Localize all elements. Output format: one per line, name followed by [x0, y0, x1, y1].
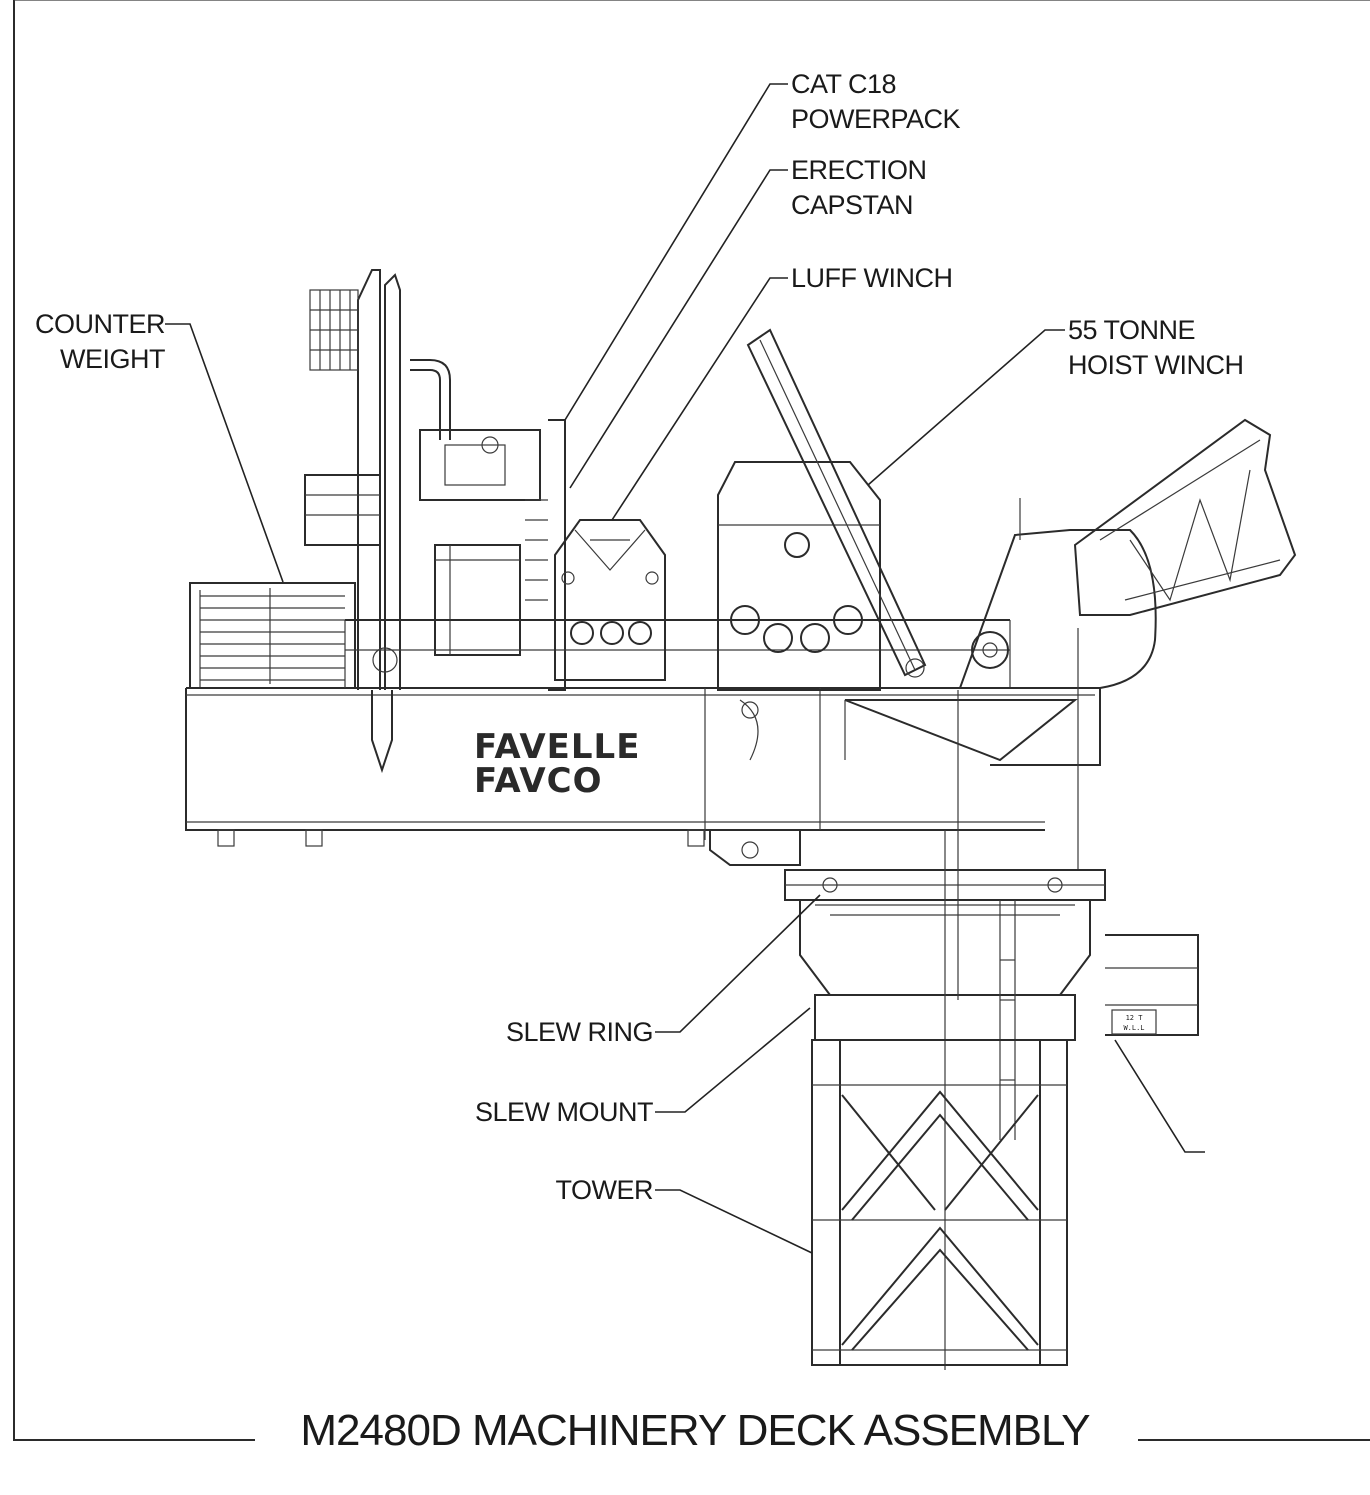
callout-capstan-line2: CAPSTAN: [791, 190, 914, 220]
callout-luff-winch: LUFF WINCH: [791, 261, 953, 296]
manufacturer-logo: FAVELLE FAVCO: [474, 730, 640, 798]
powerpack-drawing: [419, 419, 566, 691]
callout-tower-line1: TOWER: [555, 1175, 654, 1205]
callout-counterweight-line2: WEIGHT: [60, 344, 166, 374]
a-frame-strut: [746, 328, 927, 678]
logo-line1: FAVELLE: [474, 727, 641, 767]
deck-handrail: [344, 619, 1011, 688]
mast-assembly: [304, 269, 451, 774]
sheet-border-left: [13, 0, 255, 1441]
logo-line2: FAVCO: [474, 761, 603, 801]
boom-jib: [958, 418, 1297, 870]
counterweight-drawing: [189, 582, 356, 689]
drawing-title: M2480D MACHINERY DECK ASSEMBLY: [300, 1406, 1090, 1455]
callout-powerpack-line1: CAT C18: [791, 69, 897, 99]
callout-hoist-winch-line2: HOIST WINCH: [1068, 350, 1244, 380]
callout-hoist-winch: 55 TONNE HOIST WINCH: [1068, 313, 1244, 383]
callout-counterweight-line1: COUNTER: [35, 309, 166, 339]
callout-slew-ring: SLEW RING: [440, 1015, 654, 1050]
callout-slew-ring-line1: SLEW RING: [505, 1017, 654, 1047]
callout-tower: TOWER: [440, 1173, 654, 1208]
callout-hoist-winch-line1: 55 TONNE: [1068, 315, 1196, 345]
deck-beam: [185, 687, 1101, 866]
callout-slew-mount: SLEW MOUNT: [440, 1095, 654, 1130]
callout-luff-winch-line1: LUFF WINCH: [791, 263, 953, 293]
callout-slew-mount-line1: SLEW MOUNT: [474, 1097, 654, 1127]
callout-capstan-line1: ERECTION: [791, 155, 927, 185]
callout-counterweight: COUNTER WEIGHT: [20, 307, 166, 377]
wll-plate-line1: 12 T: [1126, 1014, 1144, 1022]
luff-winch-drawing: [554, 519, 666, 681]
callout-powerpack: CAT C18 POWERPACK: [791, 67, 961, 137]
tower-drawing: [811, 1039, 1068, 1366]
callout-powerpack-line2: POWERPACK: [791, 104, 961, 134]
slew-platform: 12 T W.L.L: [784, 690, 1199, 1370]
hoist-winch-drawing: [717, 461, 881, 691]
wll-plate-line2: W.L.L: [1123, 1024, 1144, 1032]
leader-lines: [165, 83, 1205, 1254]
callout-capstan: ERECTION CAPSTAN: [791, 153, 927, 223]
